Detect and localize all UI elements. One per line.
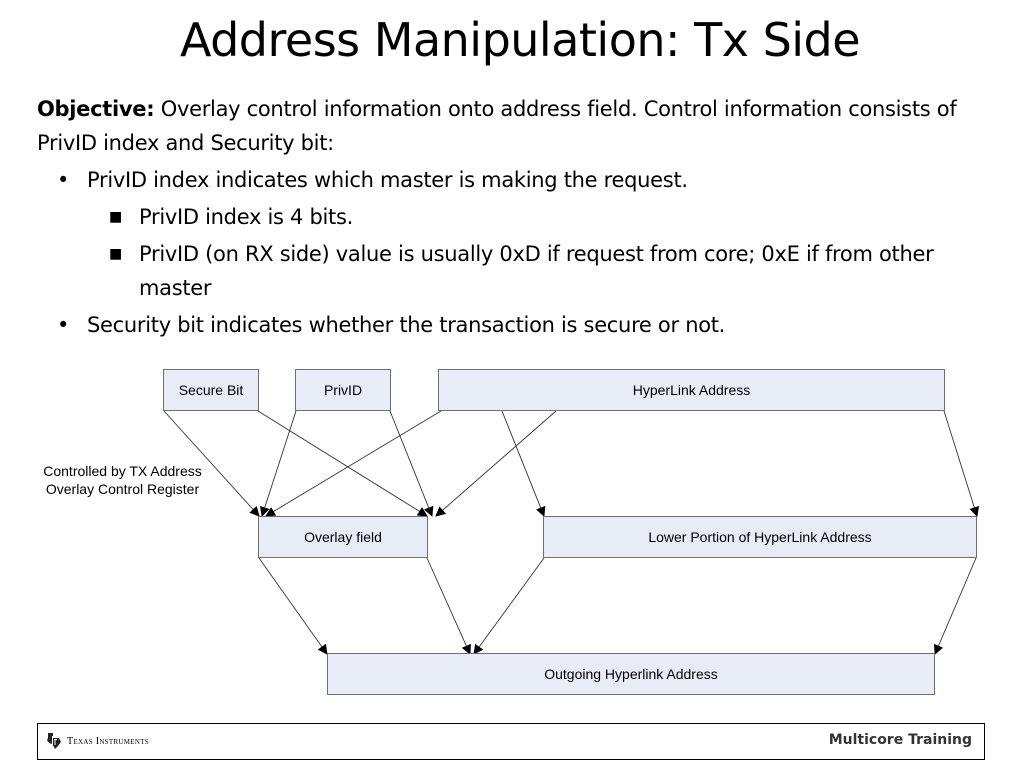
arrow-overlay-to-outgoing xyxy=(258,557,328,655)
bullet-dot-icon: • xyxy=(57,168,70,192)
sub-bullet-text: PrivID index is 4 bits. xyxy=(139,205,353,229)
slide-footer: Texas Instruments Multicore Training xyxy=(37,723,985,760)
texas-instruments-logo: Texas Instruments xyxy=(46,732,149,750)
arrow-overlay-to-outgoing-right xyxy=(426,557,471,655)
objective-text: Overlay control information onto address… xyxy=(37,97,957,155)
arrow-privid-to-overlay xyxy=(260,410,297,517)
secure-bit-box: Secure Bit xyxy=(163,369,259,411)
square-bullet-icon: ■ xyxy=(109,209,122,225)
bullet-item: • PrivID index indicates which master is… xyxy=(37,163,997,197)
overlay-field-box: Overlay field xyxy=(258,516,428,558)
arrow-lower-to-outgoing xyxy=(473,557,545,655)
slide-title: Address Manipulation: Tx Side xyxy=(179,13,861,67)
arrow-lower-to-outgoing-right xyxy=(933,557,977,655)
arrow-securebit-to-overlay-right xyxy=(257,410,428,517)
texas-state-icon xyxy=(47,733,61,749)
privid-box: PrivID xyxy=(295,369,391,411)
slide-body: Objective: Overlay control information o… xyxy=(37,92,997,342)
privid-label: PrivID xyxy=(323,382,363,398)
arrow-hyperlink-to-overlay xyxy=(265,410,442,517)
arrow-hyperlink-to-lower xyxy=(501,410,546,517)
arrow-hyperlink-to-overlay-right xyxy=(435,410,557,517)
lower-portion-label: Lower Portion of HyperLink Address xyxy=(648,529,872,545)
arrow-securebit-to-overlay xyxy=(163,410,260,517)
sub-bullet-item: ■ PrivID index is 4 bits. xyxy=(37,200,997,234)
bullet-text: Security bit indicates whether the trans… xyxy=(87,313,726,337)
square-bullet-icon: ■ xyxy=(109,246,122,262)
objective-label: Objective: xyxy=(37,97,155,121)
overlay-control-note-line2: Overlay Control Register xyxy=(45,481,200,497)
arrow-hyperlink-to-lower-right xyxy=(943,410,980,517)
sub-bullet-item: ■ PrivID (on RX side) value is usually 0… xyxy=(37,237,997,305)
overlay-control-note-line1: Controlled by TX Address xyxy=(43,463,202,479)
sub-bullet-text: PrivID (on RX side) value is usually 0xD… xyxy=(139,242,934,300)
overlay-control-note: Controlled by TX Address Overlay Control… xyxy=(30,462,215,498)
bullet-text: PrivID index indicates which master is m… xyxy=(87,168,688,192)
bullet-dot-icon: • xyxy=(57,313,70,337)
arrow-privid-to-overlay-right xyxy=(389,410,434,517)
hyperlink-address-label: HyperLink Address xyxy=(632,382,751,398)
bullet-item: • Security bit indicates whether the tra… xyxy=(37,308,997,342)
objective-paragraph: Objective: Overlay control information o… xyxy=(37,92,997,160)
hyperlink-address-box: HyperLink Address xyxy=(438,369,945,411)
overlay-field-label: Overlay field xyxy=(304,529,382,545)
outgoing-address-label: Outgoing Hyperlink Address xyxy=(544,666,718,682)
texas-instruments-wordmark: Texas Instruments xyxy=(67,735,149,747)
lower-portion-box: Lower Portion of HyperLink Address xyxy=(543,516,977,558)
outgoing-address-box: Outgoing Hyperlink Address xyxy=(327,653,935,695)
secure-bit-label: Secure Bit xyxy=(178,382,244,398)
footer-course-name: Multicore Training xyxy=(828,732,972,748)
